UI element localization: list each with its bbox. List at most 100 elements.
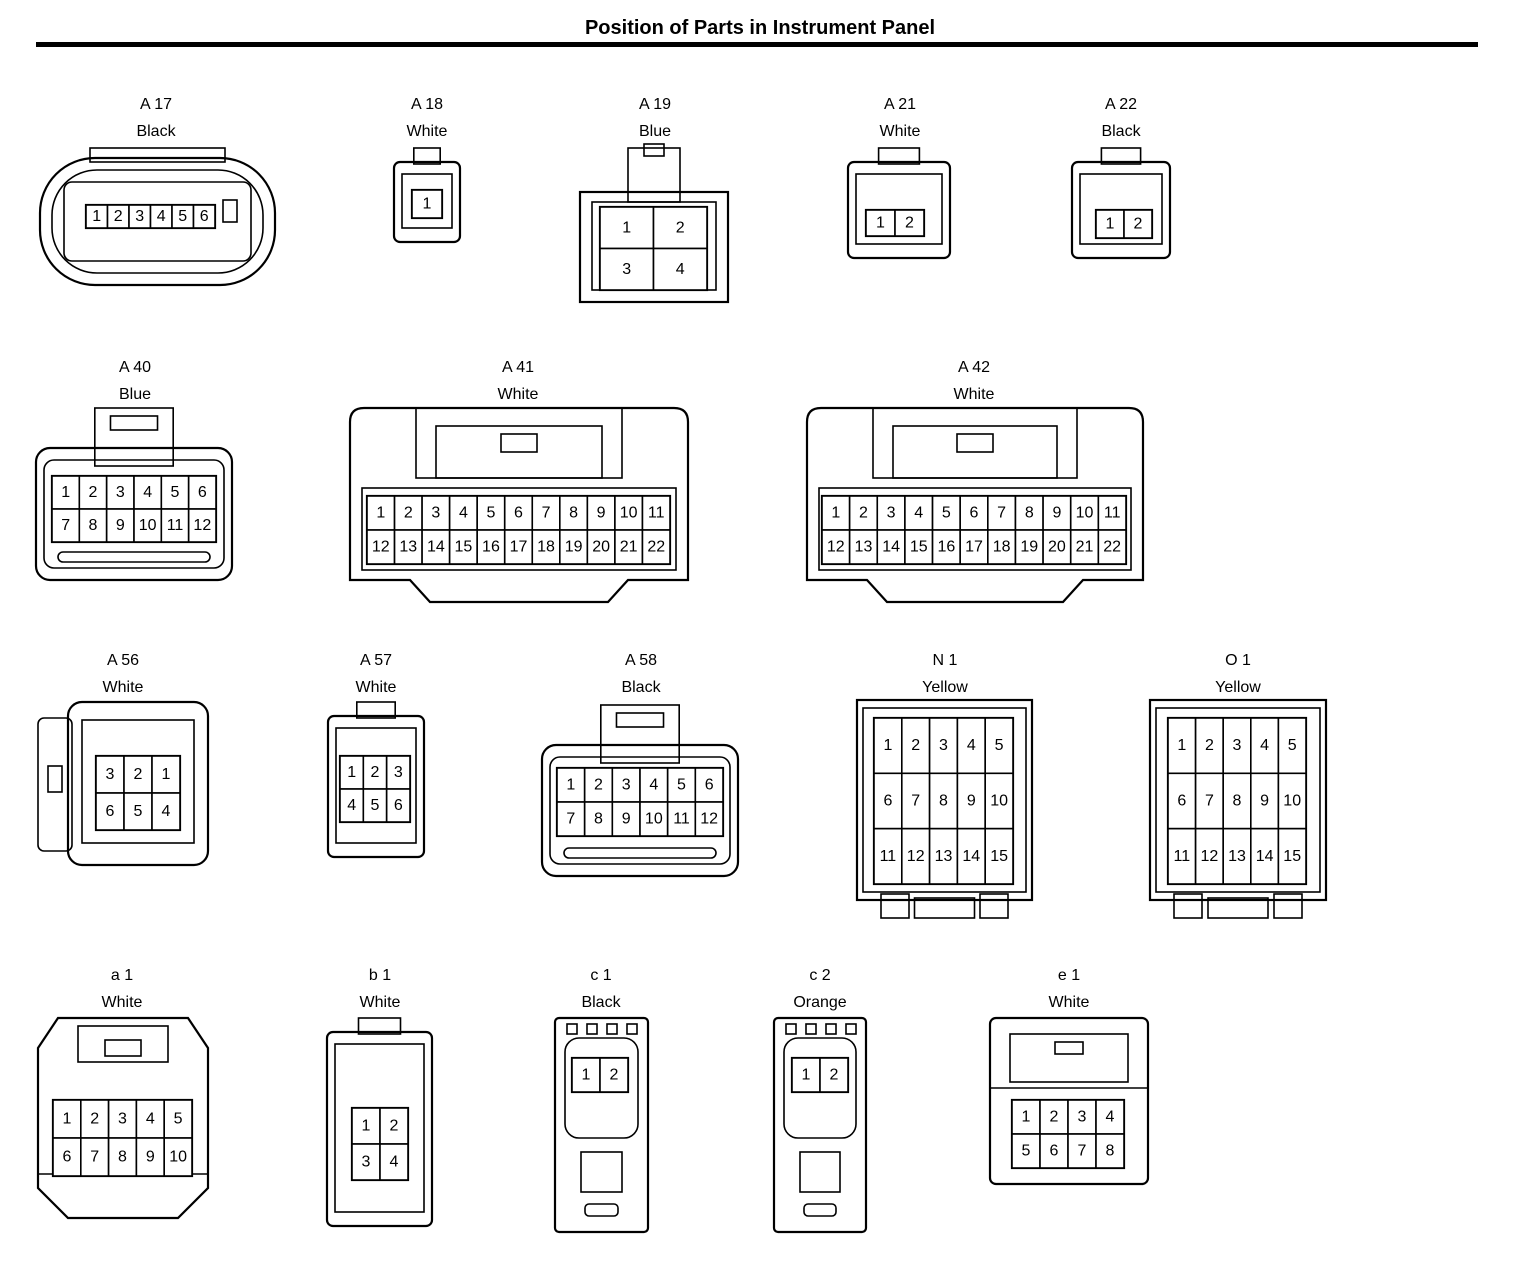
pin-number: 12: [193, 517, 211, 534]
housing-inner: [855, 173, 943, 245]
pin-number: 10: [1283, 793, 1301, 810]
housing-inner: [549, 756, 731, 865]
pin-cell: [105, 475, 135, 510]
housing-outline: [66, 700, 210, 867]
pin-number: 19: [565, 539, 583, 556]
pin-cell: [95, 792, 125, 831]
connector-id-o1: O 1: [1225, 652, 1251, 669]
pin-number: 8: [594, 811, 603, 828]
title-rule: [36, 42, 1478, 47]
housing-outline: [348, 406, 690, 604]
pin-number: 3: [431, 505, 440, 522]
pin-cell: [599, 1057, 629, 1093]
latch-window: [435, 425, 603, 479]
pin-number: 8: [1106, 1143, 1115, 1160]
connector-color-a41: White: [497, 386, 539, 403]
housing-inner: [1079, 173, 1163, 245]
pin-cell: [1097, 529, 1127, 565]
pin-number: 7: [997, 505, 1006, 522]
housing-inner: [401, 173, 453, 229]
pin-cell: [984, 717, 1014, 775]
pin-number: 4: [146, 1111, 155, 1128]
pin-cell: [614, 495, 644, 531]
pin-cell: [652, 247, 708, 291]
pin-number: 2: [911, 737, 920, 754]
pin-number: 8: [118, 1149, 127, 1166]
bottom-rib: [563, 847, 717, 859]
pin-cell: [641, 529, 671, 565]
pin-cell: [135, 1137, 165, 1177]
pin-number: 8: [1025, 505, 1034, 522]
housing-inner: [81, 719, 195, 844]
pin-number: 2: [114, 208, 123, 225]
housing-outline: [326, 714, 426, 859]
page-title: Position of Parts in Instrument Panel: [584, 17, 936, 39]
pin-number: 13: [399, 539, 417, 556]
pin-number: 1: [362, 1118, 371, 1135]
foot-right: [1273, 893, 1303, 919]
pin-number: 7: [566, 811, 575, 828]
pin-cell: [873, 772, 903, 830]
pin-frame: [361, 487, 677, 571]
pin-cell: [385, 788, 411, 823]
connector-id-b1: b 1: [368, 967, 392, 984]
pin-cell: [931, 529, 961, 565]
latch-tab: [412, 147, 441, 165]
pin-cell: [848, 529, 879, 565]
housing-inner: [51, 169, 264, 274]
pin-number: 3: [1233, 737, 1242, 754]
housing-outline: [553, 1016, 650, 1234]
pin-number: 15: [1283, 848, 1301, 865]
pin-number: 11: [1104, 505, 1121, 522]
connector-color-a56: White: [102, 679, 144, 696]
pin-number: 1: [1177, 737, 1186, 754]
pin-number: 7: [90, 1149, 99, 1166]
pin-number: 16: [482, 539, 500, 556]
foot-left: [1173, 893, 1203, 919]
pin-number: 2: [1050, 1109, 1059, 1126]
pin-number: 8: [89, 517, 98, 534]
pin-cell: [1222, 827, 1252, 885]
pin-number: 3: [1078, 1109, 1087, 1126]
pin-number: 1: [1106, 216, 1115, 233]
pin-number: 9: [1052, 505, 1061, 522]
pin-cell: [52, 1137, 82, 1177]
pin-number: 2: [404, 505, 413, 522]
pin-number: 10: [645, 811, 663, 828]
pin-number: 11: [167, 517, 184, 534]
pin-cell: [900, 772, 931, 830]
pin-number: 13: [935, 848, 953, 865]
release-slot: [803, 1203, 837, 1217]
pin-cell: [133, 508, 163, 543]
housing-inner: [43, 459, 225, 569]
connector-color-a18: White: [406, 123, 448, 140]
pin-cell: [641, 495, 671, 531]
pin-cell: [160, 475, 190, 510]
housing-outline: [540, 743, 740, 878]
pin-number: 5: [1022, 1143, 1031, 1160]
pin-number: 6: [1050, 1143, 1059, 1160]
pin-number: 12: [1201, 848, 1219, 865]
pin-cell: [151, 755, 181, 794]
pin-number: 18: [993, 539, 1011, 556]
pin-cell: [411, 189, 443, 219]
pin-number: 2: [830, 1067, 839, 1084]
pin-cell: [1194, 772, 1224, 830]
connector-id-e1: e 1: [1057, 967, 1081, 984]
pin-cell: [393, 529, 423, 565]
key-slot: [47, 765, 63, 793]
latch-tower: [94, 407, 175, 467]
pin-number: 2: [134, 766, 143, 783]
pin-number: 1: [876, 215, 885, 232]
pin-number: 9: [146, 1149, 155, 1166]
bottom-rib: [57, 551, 211, 563]
pin-cell: [80, 1137, 110, 1177]
pin-number: 7: [1078, 1143, 1087, 1160]
pin-cell: [448, 529, 478, 565]
housing-outline: [38, 156, 277, 287]
pin-number: 8: [569, 505, 578, 522]
pin-number: 15: [455, 539, 473, 556]
